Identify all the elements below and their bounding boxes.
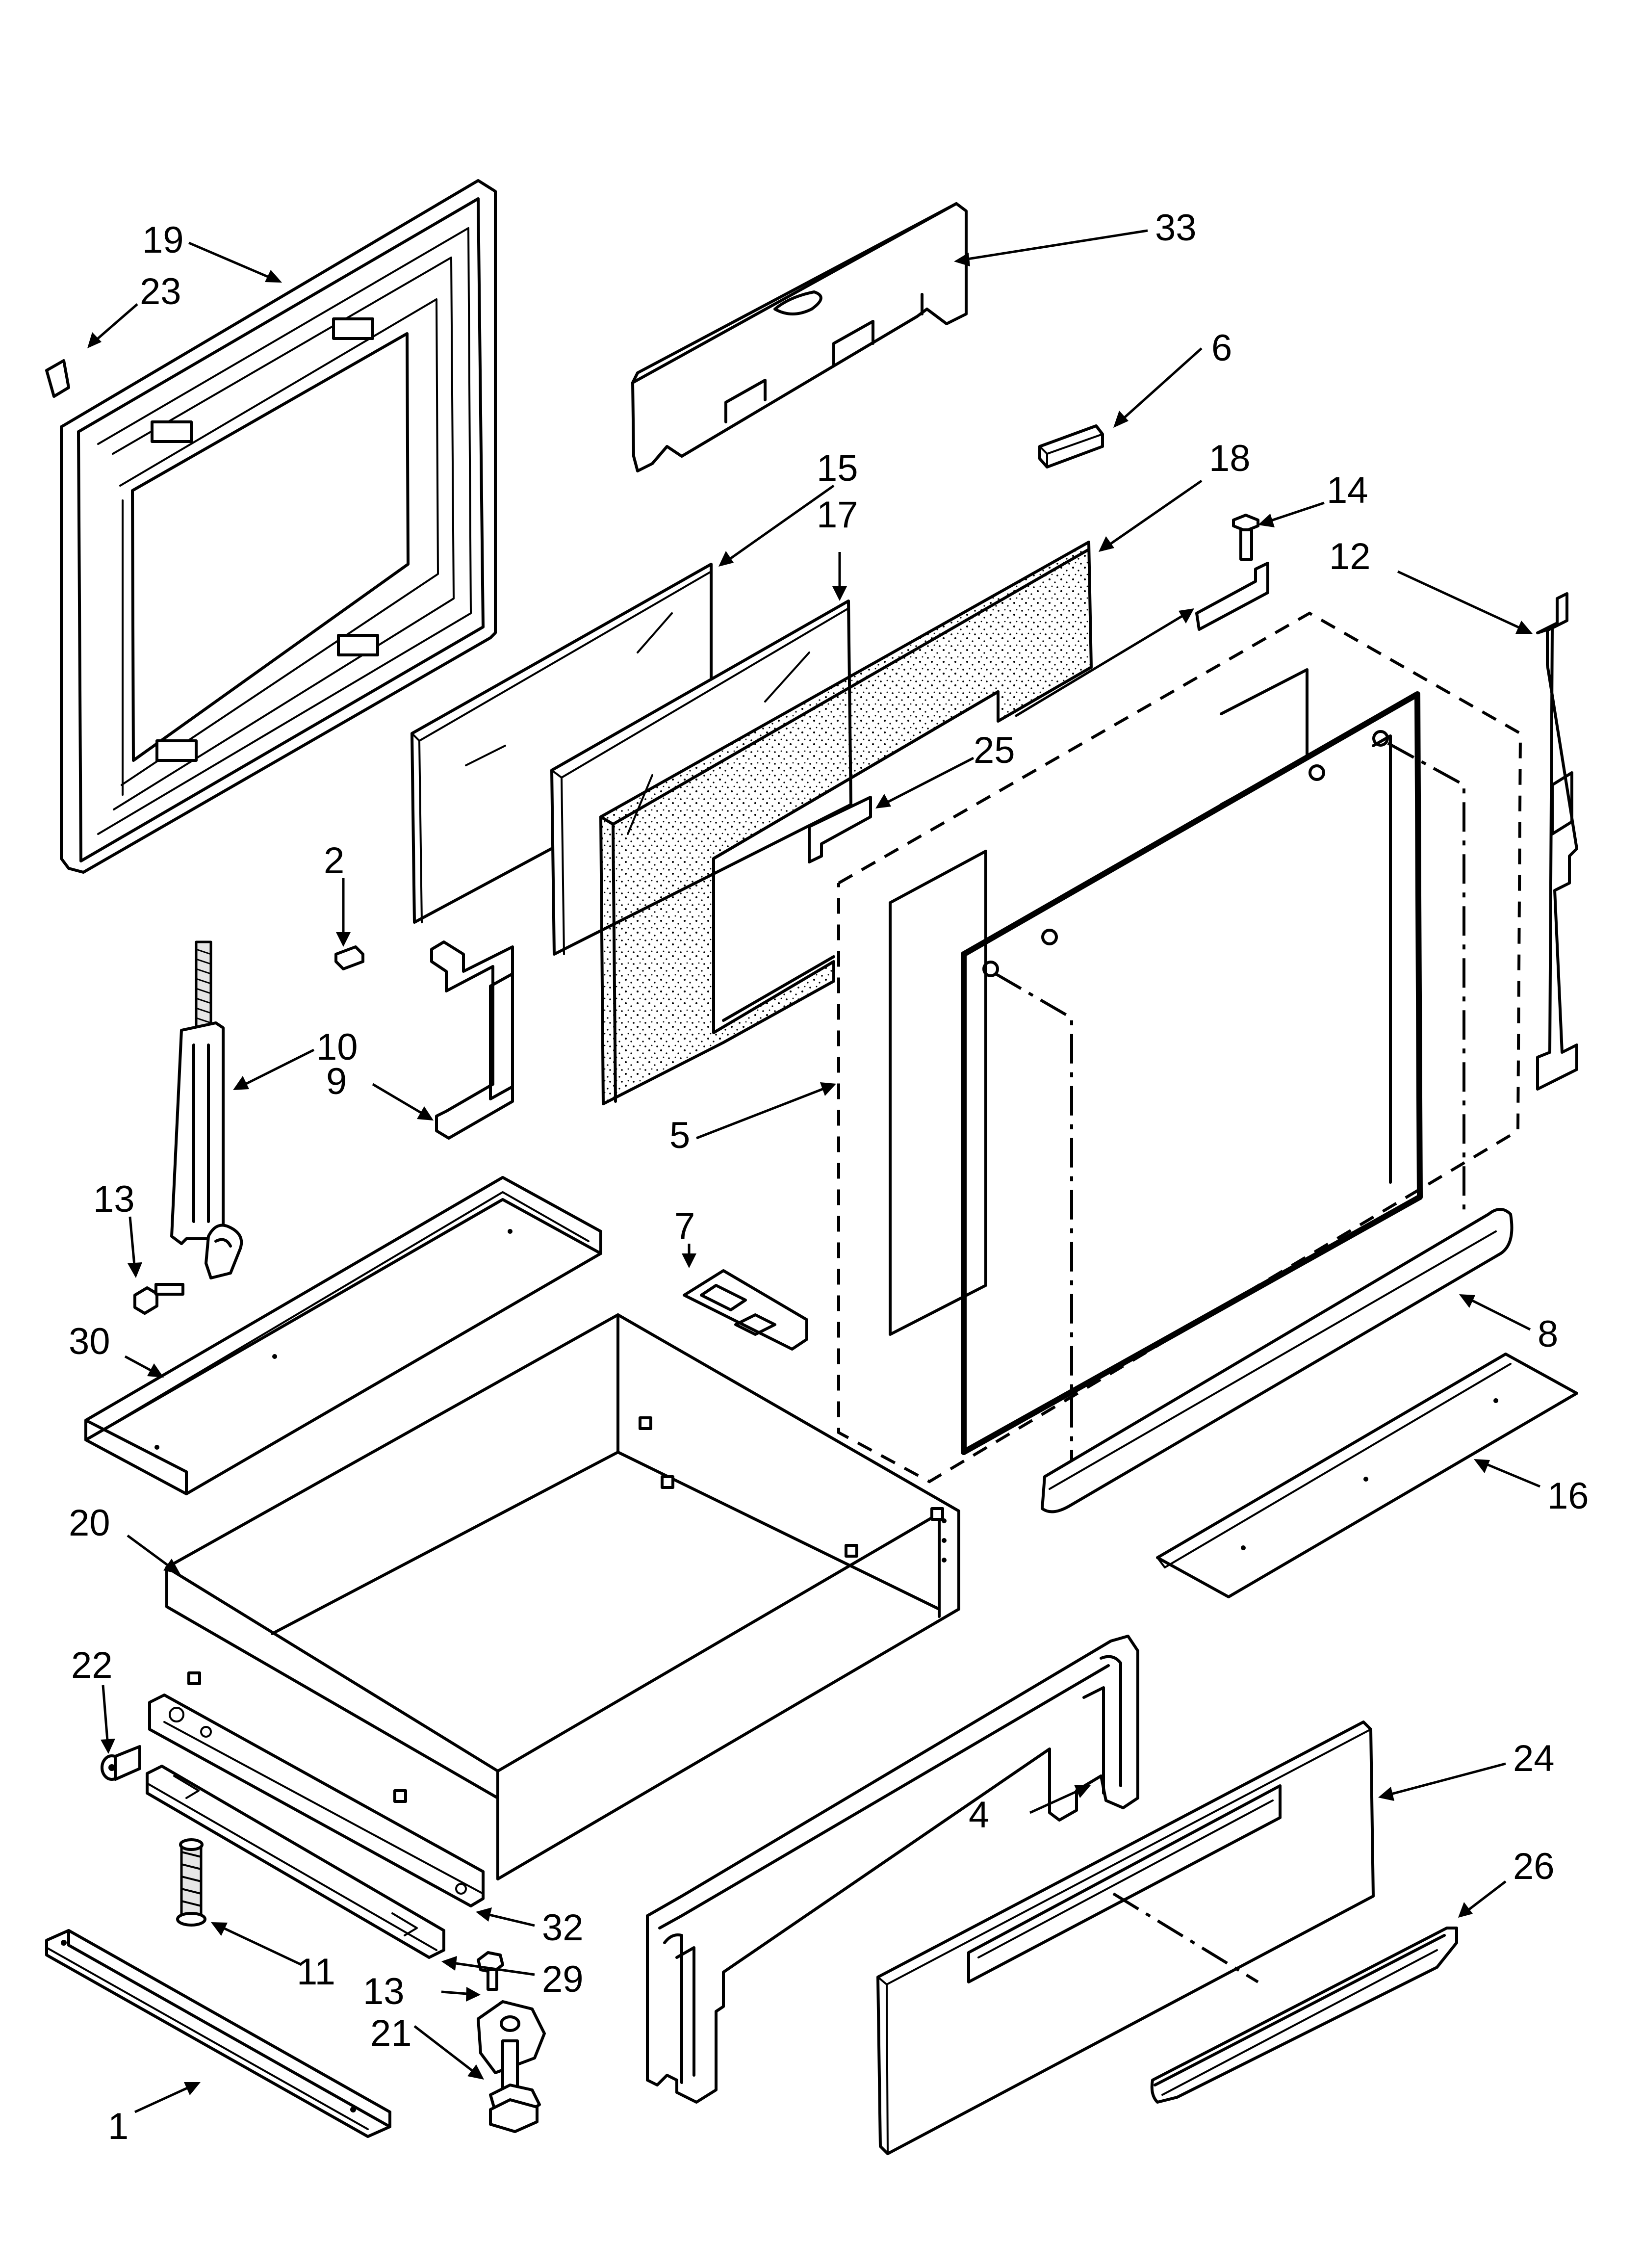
callout-4: 4 bbox=[969, 1794, 989, 1836]
callout-9: 9 bbox=[326, 1061, 347, 1102]
callout-22: 22 bbox=[71, 1644, 113, 1686]
drawer-side-rail bbox=[148, 1694, 485, 1907]
callout-19: 19 bbox=[142, 219, 184, 261]
callout-10: 10 bbox=[316, 1026, 358, 1068]
callout-26: 26 bbox=[1513, 1846, 1555, 1887]
callout-17: 17 bbox=[817, 494, 858, 536]
door-handle-bracket bbox=[430, 940, 514, 1140]
callout-23: 23 bbox=[140, 271, 181, 313]
callout-14: 14 bbox=[1327, 469, 1368, 511]
oven-door-outer-frame bbox=[45, 179, 497, 874]
callout-7: 7 bbox=[674, 1205, 695, 1247]
callout-24: 24 bbox=[1513, 1738, 1555, 1779]
callout-6: 6 bbox=[1211, 327, 1232, 369]
callout-1: 1 bbox=[108, 2106, 128, 2147]
drawer-rear-tray bbox=[84, 1176, 602, 1495]
callout-13-upper: 13 bbox=[93, 1178, 135, 1220]
small-clip bbox=[334, 945, 364, 970]
callout-21: 21 bbox=[370, 2012, 412, 2054]
callout-15: 15 bbox=[817, 447, 858, 489]
door-side-channel bbox=[1536, 592, 1578, 1091]
inner-door-assembly bbox=[837, 611, 1522, 1486]
storage-drawer-body bbox=[165, 1313, 960, 1880]
leader-lines bbox=[87, 229, 1540, 2113]
callout-33: 33 bbox=[1155, 207, 1197, 249]
drawer-slide bbox=[146, 1765, 445, 1959]
callout-25: 25 bbox=[974, 730, 1015, 771]
leveling-leg bbox=[176, 1838, 206, 1927]
callout-18: 18 bbox=[1209, 438, 1251, 479]
hinge-screw bbox=[1232, 514, 1259, 561]
callout-8: 8 bbox=[1538, 1313, 1558, 1355]
leveling-foot bbox=[477, 2000, 546, 2133]
door-top-vent-trim bbox=[631, 202, 968, 472]
drawer-handle bbox=[1150, 1927, 1458, 2104]
callout-32: 32 bbox=[542, 1907, 584, 1949]
spacer-block bbox=[1038, 424, 1104, 469]
kick-plate bbox=[1156, 1353, 1578, 1598]
drawer-front-frame bbox=[646, 1635, 1139, 2104]
callout-2: 2 bbox=[324, 840, 344, 882]
hinge-screw-lower bbox=[133, 1283, 184, 1315]
callout-13-lower: 13 bbox=[363, 1971, 405, 2012]
door-hinge bbox=[170, 940, 243, 1279]
callout-20: 20 bbox=[69, 1502, 110, 1544]
drawer-stop-screw bbox=[101, 1745, 141, 1781]
glass-support-bracket bbox=[683, 1269, 808, 1351]
callout-5: 5 bbox=[669, 1115, 690, 1156]
callout-11: 11 bbox=[297, 1951, 335, 1993]
callout-12: 12 bbox=[1329, 536, 1371, 577]
callout-29: 29 bbox=[542, 1958, 584, 2000]
callout-16: 16 bbox=[1547, 1475, 1589, 1517]
callout-30: 30 bbox=[69, 1321, 110, 1362]
leg-screw bbox=[477, 1951, 504, 1991]
door-insulation-pad bbox=[599, 541, 1093, 1105]
drawer-glide-rail bbox=[45, 1929, 391, 2138]
door-bottom-trim bbox=[1041, 1208, 1514, 1513]
drawer-front-panel bbox=[876, 1721, 1375, 2155]
callout-labels: 19 23 33 6 15 17 18 14 12 25 2 10 9 13 5… bbox=[69, 207, 1589, 2147]
glass-retainer-bracket bbox=[808, 562, 1269, 863]
